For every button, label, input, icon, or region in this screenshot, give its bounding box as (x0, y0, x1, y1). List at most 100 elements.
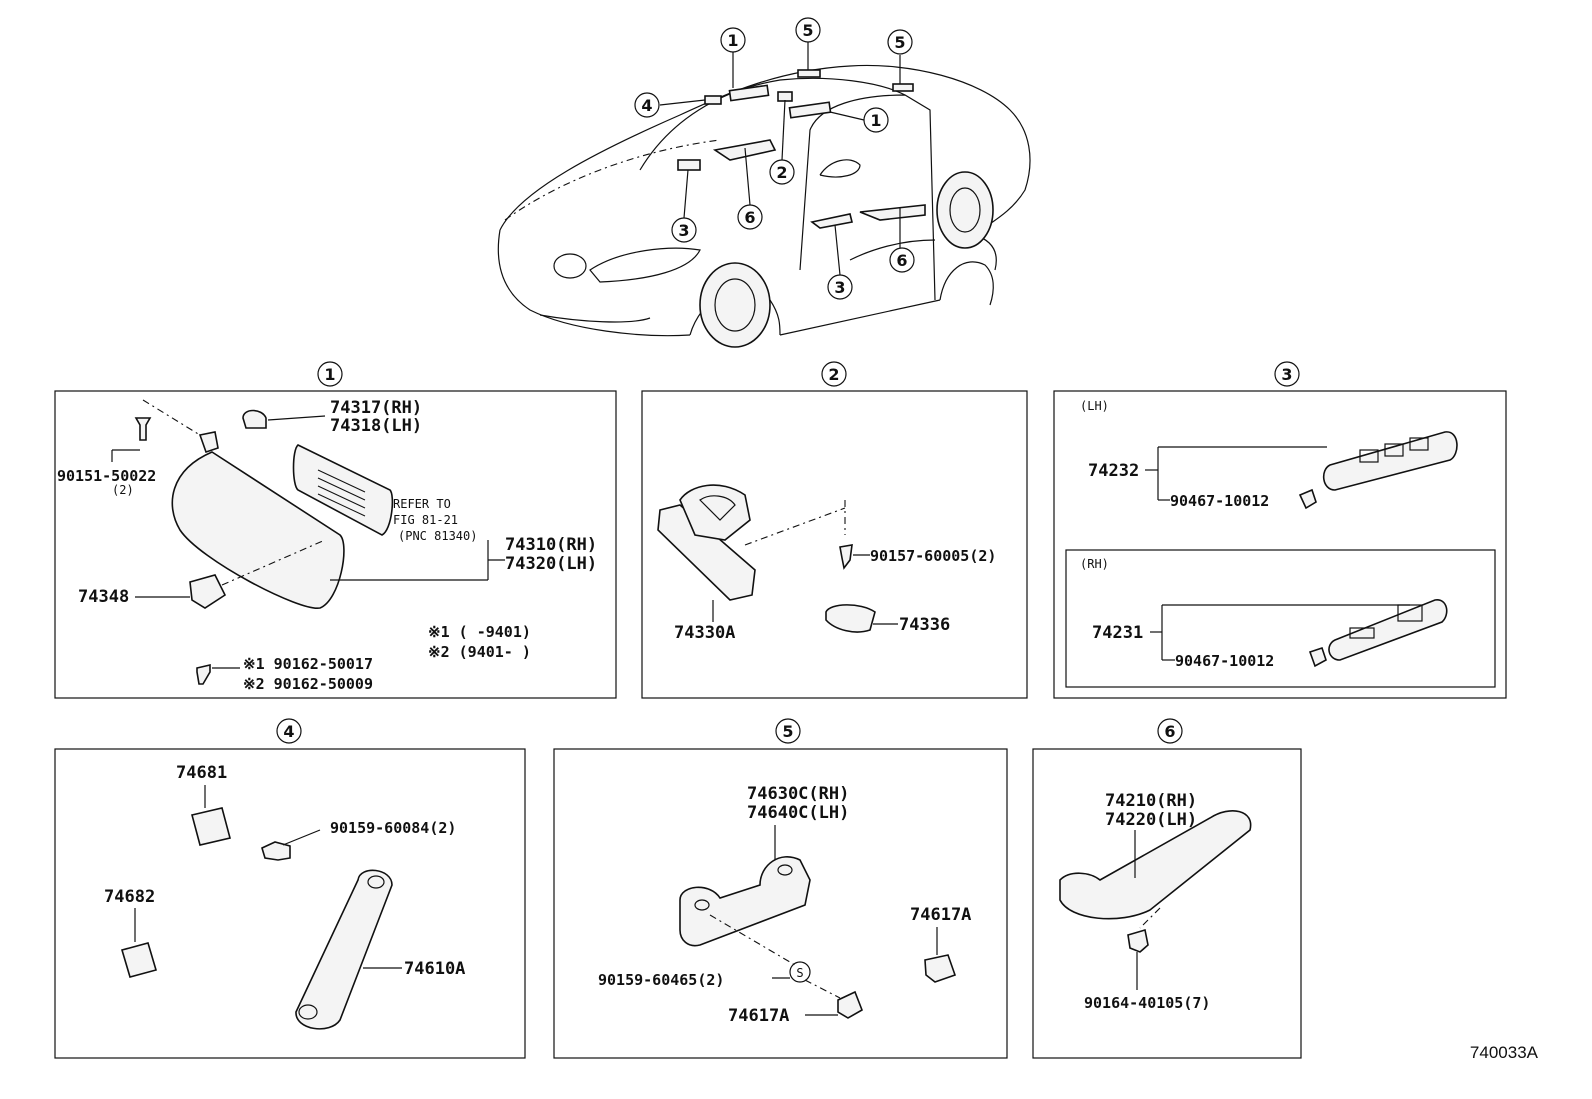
label-74220-lh: 74220(LH) (1105, 810, 1197, 830)
svg-text:6: 6 (744, 208, 755, 227)
label-74232: 74232 (1088, 461, 1139, 481)
label-74640C-lh: 74640C(LH) (747, 803, 849, 823)
panel-1-number: 1 (324, 365, 335, 384)
label-74336: 74336 (899, 615, 950, 635)
label-pnc-81340: (PNC 81340) (398, 529, 477, 543)
callout-1-top: 1 (720, 27, 746, 53)
panel-3-switch-base: 3 (LH) 74232 90467-10012 (RH) 74231 9046… (1053, 361, 1507, 699)
clip-90467-rh (1308, 646, 1327, 668)
callout-1-right: 1 (863, 107, 889, 133)
panel-2-number: 2 (828, 365, 839, 384)
panel-4-assist-grip: 4 74681 74682 90159-60084(2) 74610A (54, 718, 526, 1059)
label-90467-10012-rh: 90467-10012 (1175, 652, 1274, 670)
svg-text:5: 5 (802, 21, 813, 40)
label-90162-50017: ※1 90162-50017 (243, 655, 373, 673)
label-74617A-upper: 74617A (910, 905, 971, 925)
svg-text:5: 5 (894, 33, 905, 52)
label-rh: (RH) (1080, 557, 1109, 571)
svg-text:1: 1 (727, 31, 738, 50)
label-90164-40105: 90164-40105(7) (1084, 994, 1210, 1012)
callout-3-left: 3 (671, 217, 697, 243)
switch-base-74231 (1328, 599, 1448, 661)
clip-74317 (242, 409, 267, 429)
assist-grip-74610A (295, 869, 393, 1030)
svg-text:4: 4 (641, 96, 652, 115)
label-90151-qty: (2) (112, 483, 134, 497)
panel-3-number: 3 (1281, 365, 1292, 384)
label-90157-60005: 90157-60005(2) (870, 547, 996, 565)
panel-5-frame (553, 748, 1008, 1059)
screw-90159 (261, 841, 291, 861)
panel-1-frame (54, 390, 617, 699)
car-overview: 1 5 5 4 1 2 3 6 6 3 (497, 17, 1031, 348)
panel-5-holder: 5 74630C(RH) 74640C(LH) S 90159-60465(2)… (553, 718, 1008, 1059)
panel-6-number: 6 (1164, 722, 1175, 741)
label-74318-lh: 74318(LH) (330, 416, 422, 436)
label-74320-lh: 74320(LH) (505, 554, 597, 574)
label-note-1: ※1 ( -9401) (428, 623, 531, 641)
label-note-2: ※2 (9401- ) (428, 643, 531, 661)
bezel-74336 (825, 604, 876, 633)
rh-subframe (1065, 549, 1496, 688)
svg-text:6: 6 (896, 251, 907, 270)
cap-74617A-upper (924, 954, 957, 983)
svg-text:3: 3 (678, 221, 689, 240)
label-74610A: 74610A (404, 959, 465, 979)
diagram-code: 740033A (1470, 1043, 1539, 1062)
label-74630C-rh: 74630C(RH) (747, 784, 849, 804)
screw-90164 (1127, 928, 1149, 953)
panel-1-sun-visor: 1 90151-50022 (2) 74317(RH) 74318(LH) RE… (54, 361, 617, 699)
callout-6-right: 6 (889, 247, 915, 273)
panel-4-number: 4 (283, 722, 294, 741)
svg-text:3: 3 (834, 278, 845, 297)
clip-90467-lh (1298, 488, 1317, 510)
label-90162-50009: ※2 90162-50009 (243, 675, 373, 693)
visor-holder-74348 (189, 574, 227, 609)
label-90159-60084: 90159-60084(2) (330, 819, 456, 837)
callout-5-right: 5 (887, 29, 913, 55)
screw-90157 (839, 544, 853, 570)
svg-text:2: 2 (776, 163, 787, 182)
label-lh: (LH) (1080, 399, 1109, 413)
label-74681: 74681 (176, 763, 227, 783)
holder-74630C (679, 856, 811, 947)
label-74617A-lower: 74617A (728, 1006, 789, 1026)
label-74682: 74682 (104, 887, 155, 907)
panel-6-assist-grip: 6 74210(RH) 74220(LH) 90164-40105(7) (1032, 718, 1302, 1059)
label-74348: 74348 (78, 587, 129, 607)
nut-74681 (191, 807, 231, 846)
panel-3-frame (1053, 390, 1507, 699)
cap-74617A-lower (837, 990, 863, 1019)
panel-6-frame (1032, 748, 1302, 1059)
label-74310-rh: 74310(RH) (505, 535, 597, 555)
callout-2: 2 (769, 159, 795, 185)
panel-2-door-pull: 2 74330A 90157-60005(2) 74336 (641, 361, 1028, 699)
sun-visor-74310 (171, 451, 345, 609)
panel-4-frame (54, 748, 526, 1059)
switch-base-74232 (1322, 431, 1458, 491)
label-74330A: 74330A (674, 623, 735, 643)
panel-5-number: 5 (782, 722, 793, 741)
assist-grip-74210 (1059, 810, 1252, 920)
label-90151-50022: 90151-50022 (57, 467, 156, 485)
label-refer-to: REFER TO (393, 497, 451, 511)
callout-3-bottom: 3 (827, 274, 853, 300)
nut-74682 (120, 942, 158, 978)
label-74317-rh: 74317(RH) (330, 398, 422, 418)
svg-text:1: 1 (870, 111, 881, 130)
label-s-mark: S (796, 966, 803, 980)
panel-1-number-circle (317, 361, 343, 387)
label-74210-rh: 74210(RH) (1105, 791, 1197, 811)
callout-5-top: 5 (795, 17, 821, 43)
label-90467-10012-lh: 90467-10012 (1170, 492, 1269, 510)
screw-90162 (196, 663, 211, 685)
door-pull-74330A (657, 504, 756, 601)
callout-6-left: 6 (737, 204, 763, 230)
panel-2-frame (641, 390, 1028, 699)
label-90159-60465: 90159-60465(2) (598, 971, 724, 989)
callout-4: 4 (634, 92, 660, 118)
screw-90151 (134, 417, 152, 441)
label-74231: 74231 (1092, 623, 1143, 643)
label-fig-81-21: FIG 81-21 (393, 513, 458, 527)
